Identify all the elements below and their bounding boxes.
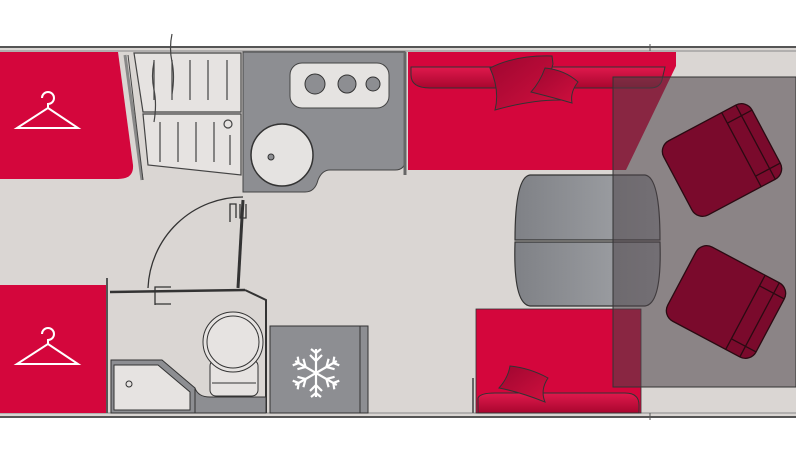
kitchen-counter bbox=[242, 51, 407, 193]
pantry-cabinet bbox=[123, 33, 242, 181]
sofa-top bbox=[408, 52, 676, 170]
burner bbox=[304, 73, 326, 95]
burner bbox=[337, 74, 357, 94]
washroom-door[interactable] bbox=[109, 196, 267, 413]
pillow bbox=[530, 67, 579, 104]
hanger-icon bbox=[13, 327, 82, 365]
wardrobe-top bbox=[0, 52, 134, 179]
armchair bbox=[665, 245, 787, 359]
wardrobe-bottom bbox=[0, 278, 108, 413]
shower-tray bbox=[110, 359, 196, 414]
pillow bbox=[498, 365, 549, 403]
refrigerator bbox=[269, 325, 369, 414]
hanger-icon bbox=[13, 91, 82, 129]
toilet bbox=[202, 311, 264, 397]
sink bbox=[250, 123, 314, 187]
snowflake-icon bbox=[291, 348, 341, 399]
armchair bbox=[661, 103, 783, 217]
burner bbox=[365, 76, 381, 92]
